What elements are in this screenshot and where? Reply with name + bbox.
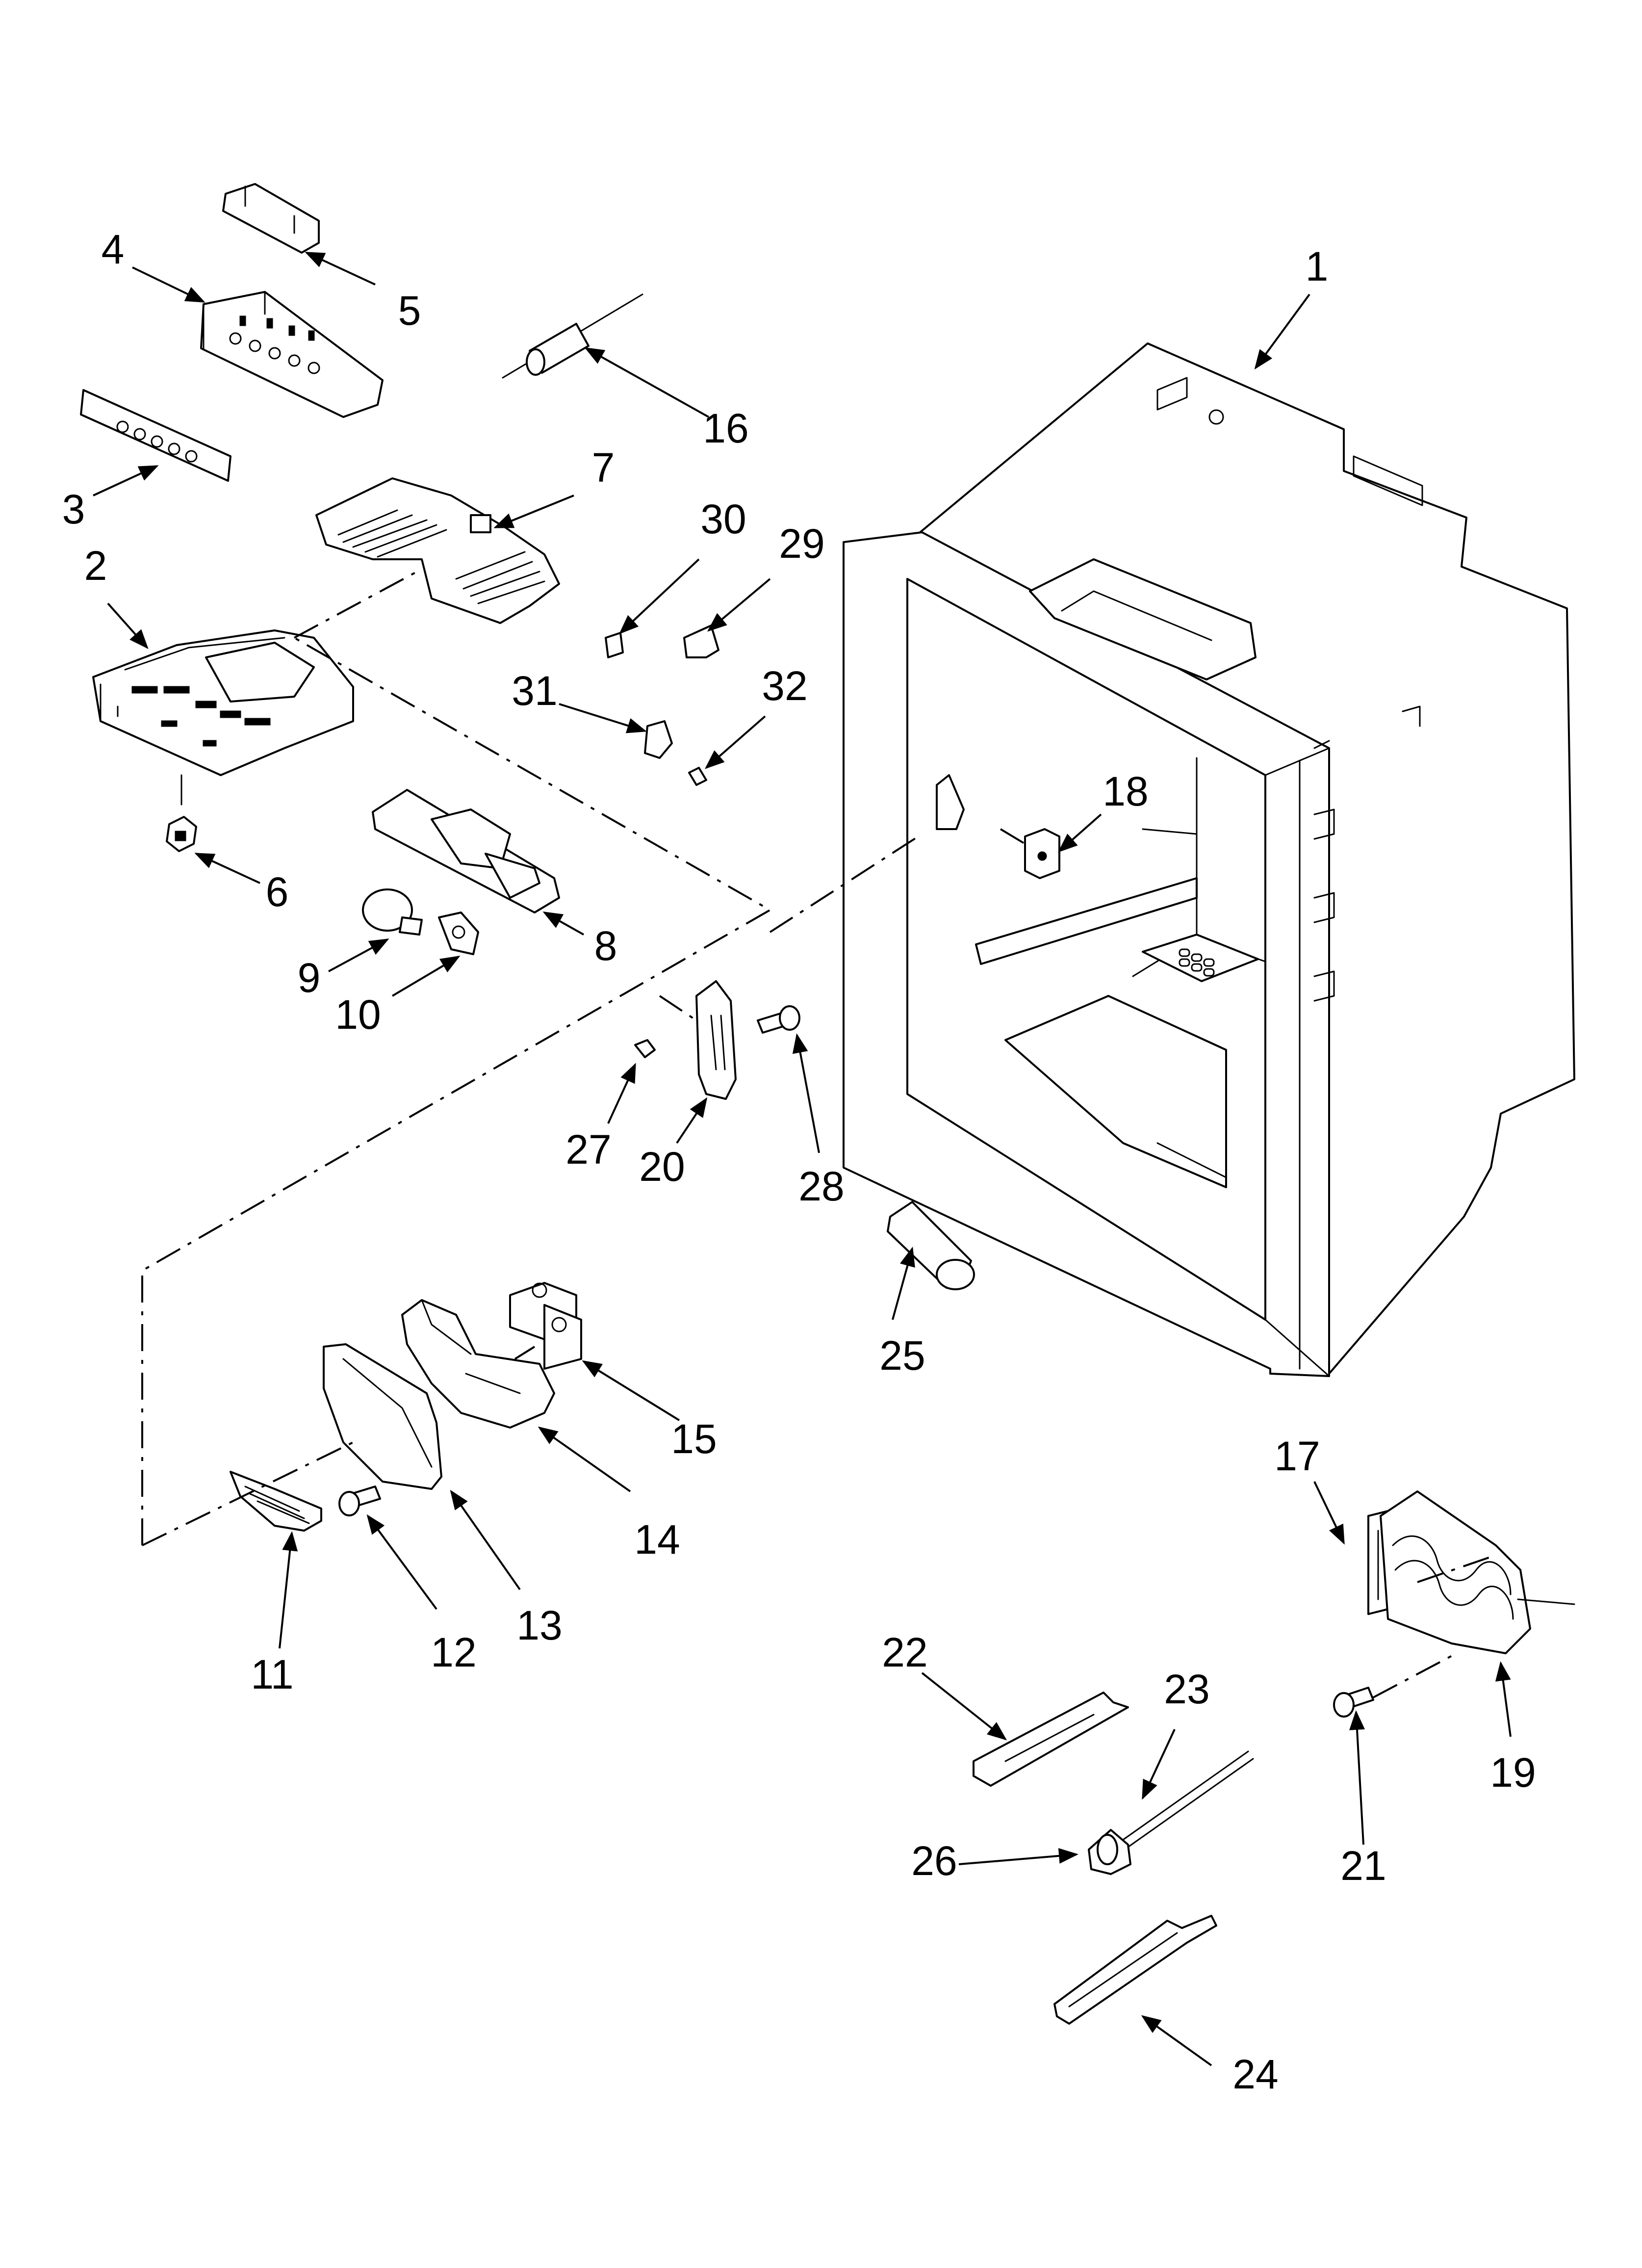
callout-31: 31 — [512, 668, 557, 714]
callout-29: 29 — [779, 521, 824, 567]
callout-16: 16 — [703, 405, 748, 451]
part-2-control-housing — [92, 629, 354, 806]
part-24-cover — [1053, 1915, 1217, 2025]
part-1-liner — [843, 342, 1575, 1377]
part-23-wire — [1122, 1750, 1254, 1848]
part-30-clip — [605, 632, 624, 658]
callout-27: 27 — [565, 1126, 611, 1173]
part-9-bulb — [362, 888, 423, 936]
callout-2: 2 — [84, 543, 107, 589]
part-27-clip — [634, 1039, 656, 1058]
part-28-screw — [757, 1005, 800, 1034]
callout-19: 19 — [1490, 1749, 1536, 1796]
callout-7: 7 — [592, 444, 615, 491]
part-3-overlay — [80, 389, 231, 482]
callout-18: 18 — [1103, 768, 1148, 814]
callout-9: 9 — [298, 955, 321, 1001]
part-22-holder — [973, 1692, 1129, 1787]
part-13-cover — [323, 1343, 442, 1490]
part-19-heater — [1380, 1490, 1575, 1654]
part-29-clip — [683, 625, 719, 658]
callout-23: 23 — [1164, 1666, 1209, 1712]
part-8-light-housing — [372, 789, 560, 913]
callout-32: 32 — [762, 663, 807, 709]
part-15-valve — [509, 1282, 582, 1370]
part-20-bracket — [695, 980, 737, 1100]
callout-8: 8 — [594, 923, 617, 969]
callout-1: 1 — [1306, 243, 1329, 289]
part-25-knob — [887, 1201, 975, 1290]
callout-10: 10 — [335, 991, 381, 1038]
part-11-lens — [230, 1471, 322, 1532]
callout-15: 15 — [671, 1416, 717, 1462]
part-10-socket — [438, 912, 479, 955]
callout-4: 4 — [102, 226, 125, 272]
part-6-switch — [166, 816, 197, 852]
callout-6: 6 — [266, 869, 289, 915]
part-31-bracket — [644, 720, 673, 759]
part-16-capacitor — [502, 293, 643, 379]
callout-14: 14 — [634, 1516, 680, 1563]
callout-22: 22 — [882, 1629, 927, 1675]
callout-5: 5 — [398, 287, 421, 334]
callout-30: 30 — [700, 496, 746, 542]
callout-3: 3 — [62, 486, 85, 532]
callout-25: 25 — [879, 1332, 925, 1379]
callout-28: 28 — [798, 1163, 844, 1209]
callout-labels: 1 2 3 4 5 6 7 8 9 10 11 12 13 14 15 16 1… — [62, 226, 1536, 2097]
callout-17: 17 — [1274, 1433, 1320, 1479]
part-18-clip — [1024, 828, 1060, 879]
callout-11: 11 — [251, 1651, 293, 1697]
part-32-clip — [688, 767, 707, 786]
callout-20: 20 — [639, 1144, 685, 1190]
leader-arrows — [93, 252, 1512, 2066]
callout-26: 26 — [911, 1838, 957, 1884]
part-21-screw — [1333, 1687, 1374, 1718]
part-5-bracket — [222, 183, 320, 254]
assembly-guide-lines — [141, 568, 1496, 1698]
part-12-screw — [338, 1486, 381, 1516]
part-4-control-box — [200, 291, 384, 418]
callout-21: 21 — [1340, 1843, 1386, 1889]
part-14-housing — [401, 1299, 555, 1429]
callout-13: 13 — [516, 1602, 562, 1648]
callout-12: 12 — [431, 1629, 476, 1675]
callout-24: 24 — [1232, 2051, 1278, 2097]
part-26-thermistor — [1088, 1829, 1131, 1875]
part-7-diffuser — [315, 477, 560, 624]
